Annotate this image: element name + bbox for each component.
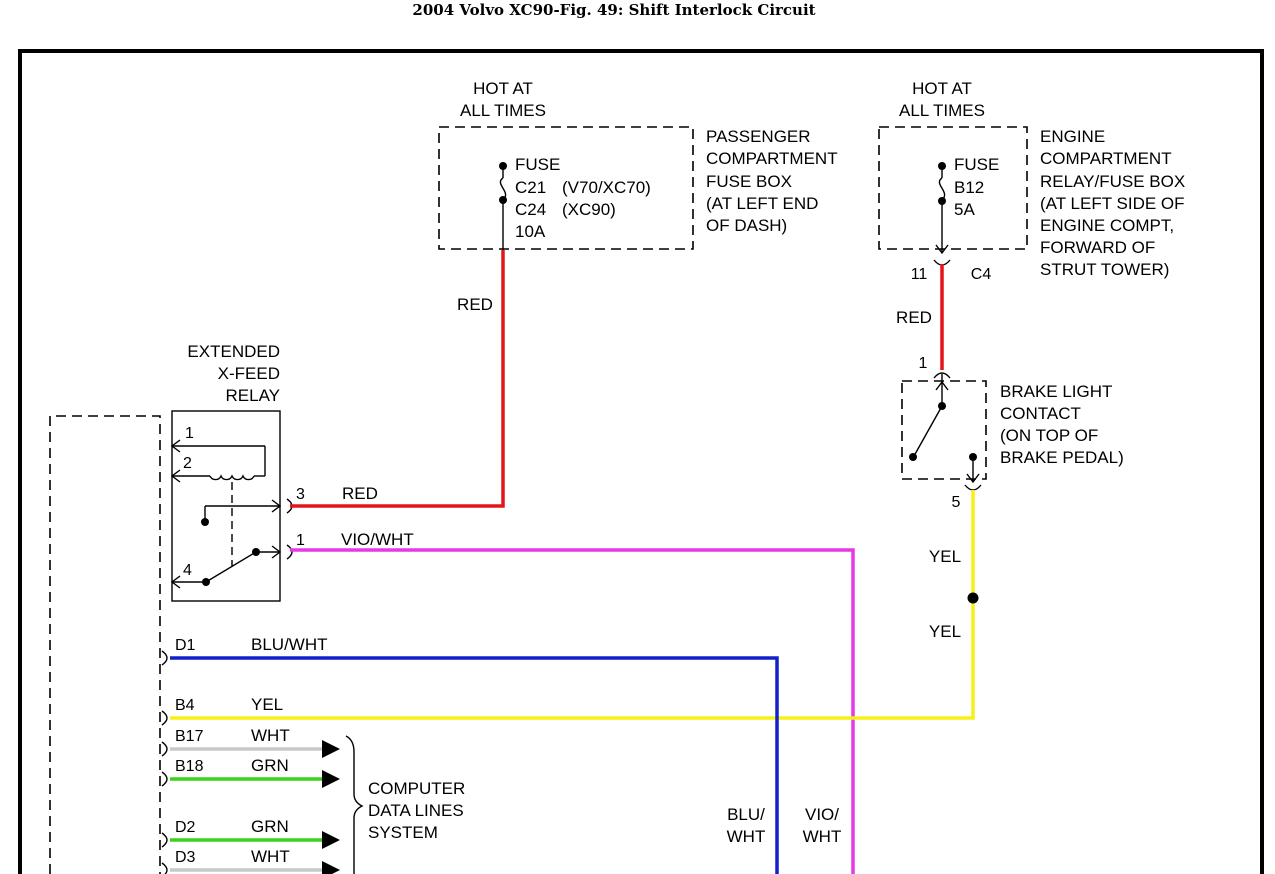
wire-label-vio-wht: VIO/: [805, 805, 839, 824]
relay-pin-3-out: 3: [296, 486, 305, 503]
wire-label-vio-wht: VIO/WHT: [341, 530, 414, 549]
brake-switch-name: CONTACT: [1000, 404, 1081, 423]
relay-box-location: STRUT TOWER): [1040, 260, 1169, 279]
module-wire-color: WHT: [251, 847, 290, 866]
wire-label-red: RED: [896, 308, 932, 327]
relay-pin-4: 4: [183, 562, 192, 579]
pin-1-label: 1: [919, 355, 928, 372]
relay-pin-1: 1: [185, 425, 194, 442]
arrow-icon: [322, 831, 340, 849]
fuse-label: FUSE: [954, 155, 999, 174]
module-wire-color: BLU/WHT: [251, 635, 328, 654]
module-wire-color: GRN: [251, 817, 289, 836]
diagram-title: 2004 Volvo XC90-Fig. 49: Shift Interlock…: [412, 1, 815, 19]
wire-label-yel: YEL: [929, 622, 961, 641]
wire-red-fuse-to-relay: [290, 250, 505, 508]
brake-switch-location: (ON TOP OF: [1000, 426, 1098, 445]
relay-name: RELAY: [226, 386, 281, 405]
wire-label-red: RED: [457, 295, 493, 314]
wire-label-blu-wht: WHT: [727, 827, 766, 846]
module-pin-b17: B17: [175, 728, 204, 745]
xfeed-relay: EXTENDED X-FEED RELAY 1 2 4 3 1: [170, 342, 305, 602]
wire-vio-wht: [290, 548, 855, 874]
all-times-label: ALL TIMES: [460, 101, 546, 120]
model-note-v70: (V70/XC70): [562, 178, 651, 197]
wires: [161, 250, 979, 874]
fuse-id-c21: C21: [515, 178, 546, 197]
all-times-label: ALL TIMES: [899, 101, 985, 120]
relay-name: X-FEED: [218, 364, 280, 383]
relay-pin-2: 2: [183, 455, 192, 472]
relay-box-location: (AT LEFT SIDE OF: [1040, 194, 1185, 213]
brake-light-switch: 1 5 BRAKE LIGHT CONTACT (ON TOP OF BRAKE…: [901, 355, 1124, 511]
relay-box-name: COMPARTMENT: [1040, 149, 1172, 168]
control-module-boundary: [49, 415, 161, 874]
module-pin-d3: D3: [175, 849, 196, 866]
fuse-rating: 10A: [515, 222, 546, 241]
fuse-id-b12: B12: [954, 178, 984, 197]
data-lines-label: SYSTEM: [368, 823, 438, 842]
arrow-icon: [322, 770, 340, 788]
fuse-box-name: FUSE BOX: [706, 172, 792, 191]
fuse-box-location: (AT LEFT END: [706, 194, 818, 213]
hot-at-label: HOT AT: [912, 79, 972, 98]
relay-pin-1-out: 1: [296, 532, 305, 549]
engine-fuse-box: HOT AT ALL TIMES FUSE B12 5A 11 C4 ENGIN…: [878, 79, 1185, 283]
connector-c4-label: C4: [971, 266, 992, 283]
module-pin-d2: D2: [175, 819, 196, 836]
hot-at-label: HOT AT: [473, 79, 533, 98]
wire-label-vio-wht: WHT: [803, 827, 842, 846]
passenger-fuse-box: HOT AT ALL TIMES FUSE C21 C24 10A (V70/X…: [438, 79, 838, 250]
outer-frame: [18, 49, 1264, 874]
relay-box-name: RELAY/FUSE BOX: [1040, 172, 1185, 191]
pin-11-label: 11: [911, 266, 928, 283]
brake-switch-location: BRAKE PEDAL): [1000, 448, 1124, 467]
module-pin-b4: B4: [175, 697, 195, 714]
fuse-box-location: OF DASH): [706, 216, 787, 235]
module-pin-d1: D1: [175, 637, 196, 654]
wire-label-blu-wht: BLU/: [727, 805, 765, 824]
module-wire-color: GRN: [251, 756, 289, 775]
fuse-rating: 5A: [954, 200, 975, 219]
arrow-icon: [322, 740, 340, 758]
brake-switch-name: BRAKE LIGHT: [1000, 382, 1112, 401]
wire-yel-brake-to-module: [170, 490, 975, 720]
fuse-label: FUSE: [515, 155, 560, 174]
relay-name: EXTENDED: [187, 342, 280, 361]
wire-label-red: RED: [342, 484, 378, 503]
wire-label-yel: YEL: [929, 547, 961, 566]
module-wire-color: WHT: [251, 726, 290, 745]
module-pin-b18: B18: [175, 758, 204, 775]
splice-dot: [967, 592, 979, 604]
module-wire-color: YEL: [251, 695, 283, 714]
model-note-xc90: (XC90): [562, 200, 616, 219]
data-lines-label: COMPUTER: [368, 779, 465, 798]
fuse-box-name: PASSENGER: [706, 127, 811, 146]
wire-blu-wht: [170, 656, 779, 874]
fuse-id-c24: C24: [515, 200, 546, 219]
data-lines-label: DATA LINES: [368, 801, 464, 820]
relay-box-name: ENGINE: [1040, 127, 1105, 146]
relay-box-location: FORWARD OF: [1040, 238, 1155, 257]
relay-box-location: ENGINE COMPT,: [1040, 216, 1174, 235]
arrow-icon: [322, 861, 340, 874]
pin-5-label: 5: [952, 494, 961, 511]
wire-labels: RED RED RED VIO/WHT YEL YEL BLU/ WHT VIO…: [175, 295, 961, 866]
fuse-box-name: COMPARTMENT: [706, 149, 838, 168]
